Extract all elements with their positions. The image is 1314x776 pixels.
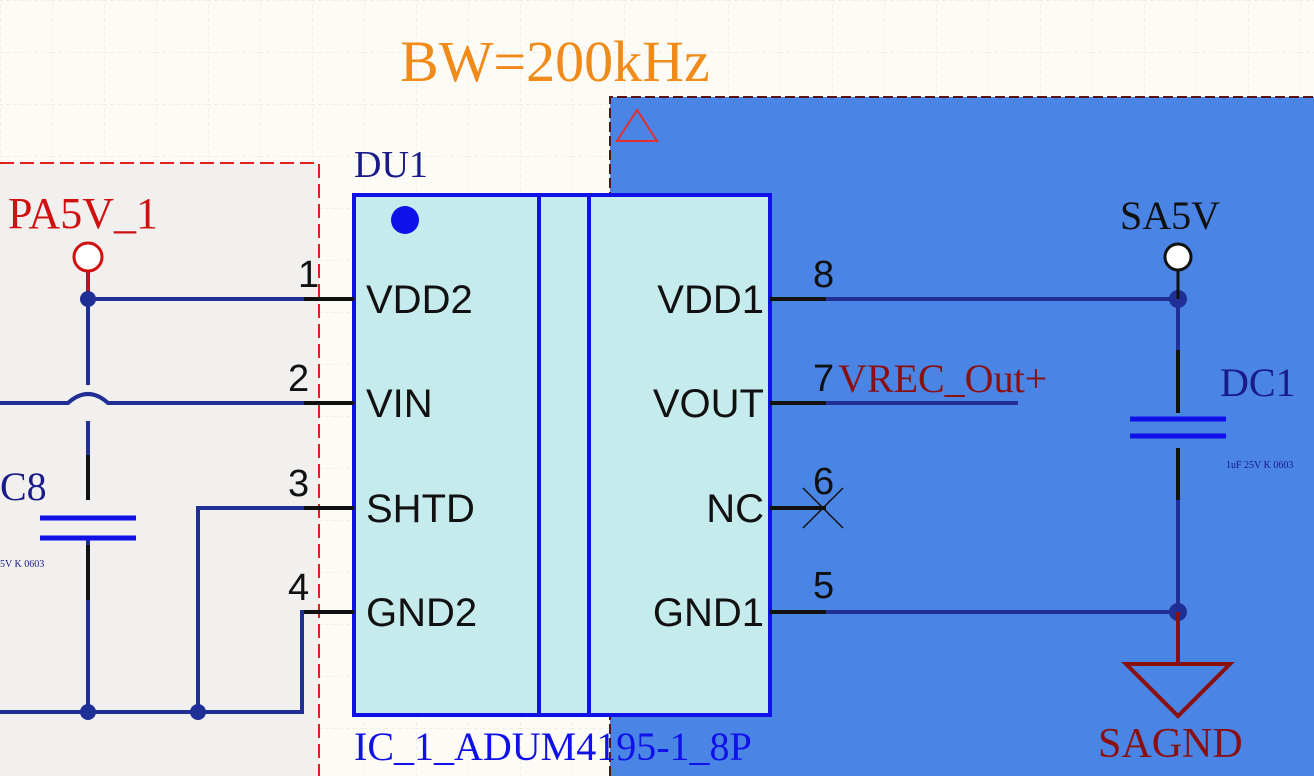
sa5v-net-label[interactable]: SA5V (1120, 193, 1220, 238)
pin-name: GND1 (653, 591, 764, 635)
dc1-designator: DC1 (1220, 360, 1296, 405)
ic-part-name[interactable]: IC_1_ADUM4195-1_8P (354, 724, 752, 769)
pa5v-power-port-icon[interactable] (72, 241, 104, 273)
pin-number: 8 (813, 254, 834, 296)
pin-number: 4 (288, 567, 309, 609)
pin-name: VDD2 (366, 278, 473, 322)
pin-number: 6 (813, 461, 834, 503)
sa5v-power-port-icon[interactable] (1163, 242, 1193, 272)
pin-name: VOUT (653, 382, 764, 426)
c8-designator: C8 (0, 464, 47, 509)
right-pin-5[interactable]: 5 GND1 (653, 565, 834, 635)
warning-triangle-icon[interactable] (615, 108, 659, 142)
sagnd-net-label[interactable]: SAGND (1098, 721, 1243, 767)
left-sheet-border (0, 162, 320, 776)
pin-number: 5 (813, 565, 834, 607)
pin-name: VIN (366, 382, 433, 426)
pa5v-net-label[interactable]: PA5V_1 (8, 189, 158, 238)
right-pin-8[interactable]: 8 VDD1 (657, 254, 834, 322)
pin-name: VDD1 (657, 278, 764, 322)
pin-number: 3 (288, 463, 309, 505)
no-connect-x-icon (802, 487, 844, 529)
right-wiring[interactable] (826, 297, 1180, 614)
capacitor-c8[interactable]: C8 5V K 0603 (0, 455, 136, 600)
sagnd-ground-icon[interactable] (1121, 612, 1235, 719)
c8-value: 5V K 0603 (0, 559, 44, 570)
junction-dot (80, 291, 96, 307)
pin1-marker-dot (391, 206, 419, 234)
ic-designator[interactable]: DU1 (354, 144, 428, 186)
capacitor-dc1[interactable]: DC1 1uF 25V K 0603 (1130, 350, 1296, 500)
bandwidth-annotation[interactable]: BW=200kHz (400, 29, 710, 94)
dc1-value: 1uF 25V K 0603 (1226, 460, 1293, 471)
left-pin-2[interactable]: 2 VIN (288, 358, 433, 426)
pin-name: NC (706, 487, 764, 531)
junction-dot (80, 704, 96, 720)
pin-name: GND2 (366, 591, 477, 635)
left-sheet-region (0, 163, 319, 776)
pin-number: 1 (298, 254, 319, 296)
right-pin-7[interactable]: 7 VOUT (653, 358, 834, 426)
left-pin-3[interactable]: 3 SHTD (288, 463, 475, 531)
pin-number: 2 (288, 358, 309, 400)
junction-dot (190, 704, 206, 720)
left-pin-4[interactable]: 4 GND2 (288, 567, 477, 635)
left-pin-1[interactable]: 1 VDD2 (298, 254, 473, 322)
right-pin-6[interactable]: 6 NC (706, 461, 844, 531)
vrec-net-label[interactable]: VREC_Out+ (838, 356, 1047, 401)
ic-body[interactable] (352, 193, 772, 717)
pin-name: SHTD (366, 487, 475, 531)
pin-number: 7 (813, 358, 834, 400)
